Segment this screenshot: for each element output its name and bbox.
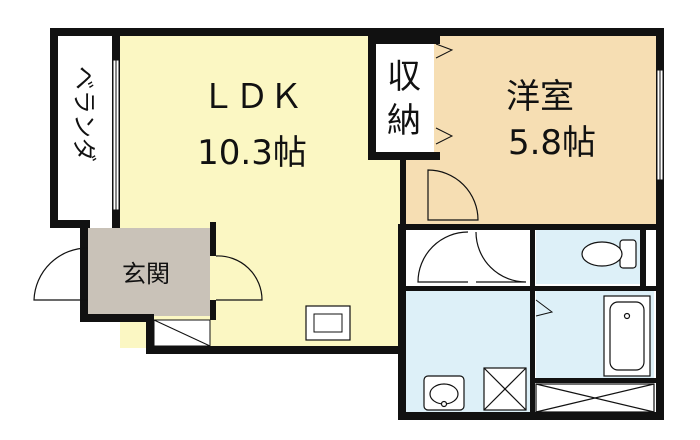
western-door-swing — [427, 169, 479, 221]
storage-label-line1: 収 — [387, 57, 421, 97]
bathtub-icon — [603, 295, 651, 377]
ldk-size: 10.3帖 — [197, 133, 307, 173]
kitchen-counter — [305, 305, 351, 341]
storage-closet — [376, 44, 434, 152]
ldk-door-swing — [215, 255, 263, 301]
entrance-label: 玄関 — [122, 260, 170, 288]
washing-machine-space — [483, 367, 527, 411]
storage-door-swing — [435, 43, 454, 59]
kitchen-sink — [313, 313, 343, 333]
entrance-floor — [86, 228, 210, 316]
storage-label-line2: 納 — [387, 101, 421, 141]
veranda-label: ベランダ — [70, 66, 98, 162]
toilet-door-swing — [475, 231, 527, 283]
western-size: 5.8帖 — [508, 123, 596, 163]
walls — [50, 28, 664, 420]
bathroom-storage — [535, 383, 655, 413]
ldk-name: ＬＤＫ — [201, 77, 303, 117]
washroom-door-swing — [417, 231, 469, 283]
toilet-icon — [581, 239, 637, 269]
washbasin-icon — [423, 375, 465, 411]
western-name: 洋室 — [506, 77, 574, 117]
western-room-floor — [406, 36, 660, 226]
entrance-door-swing — [33, 247, 89, 301]
